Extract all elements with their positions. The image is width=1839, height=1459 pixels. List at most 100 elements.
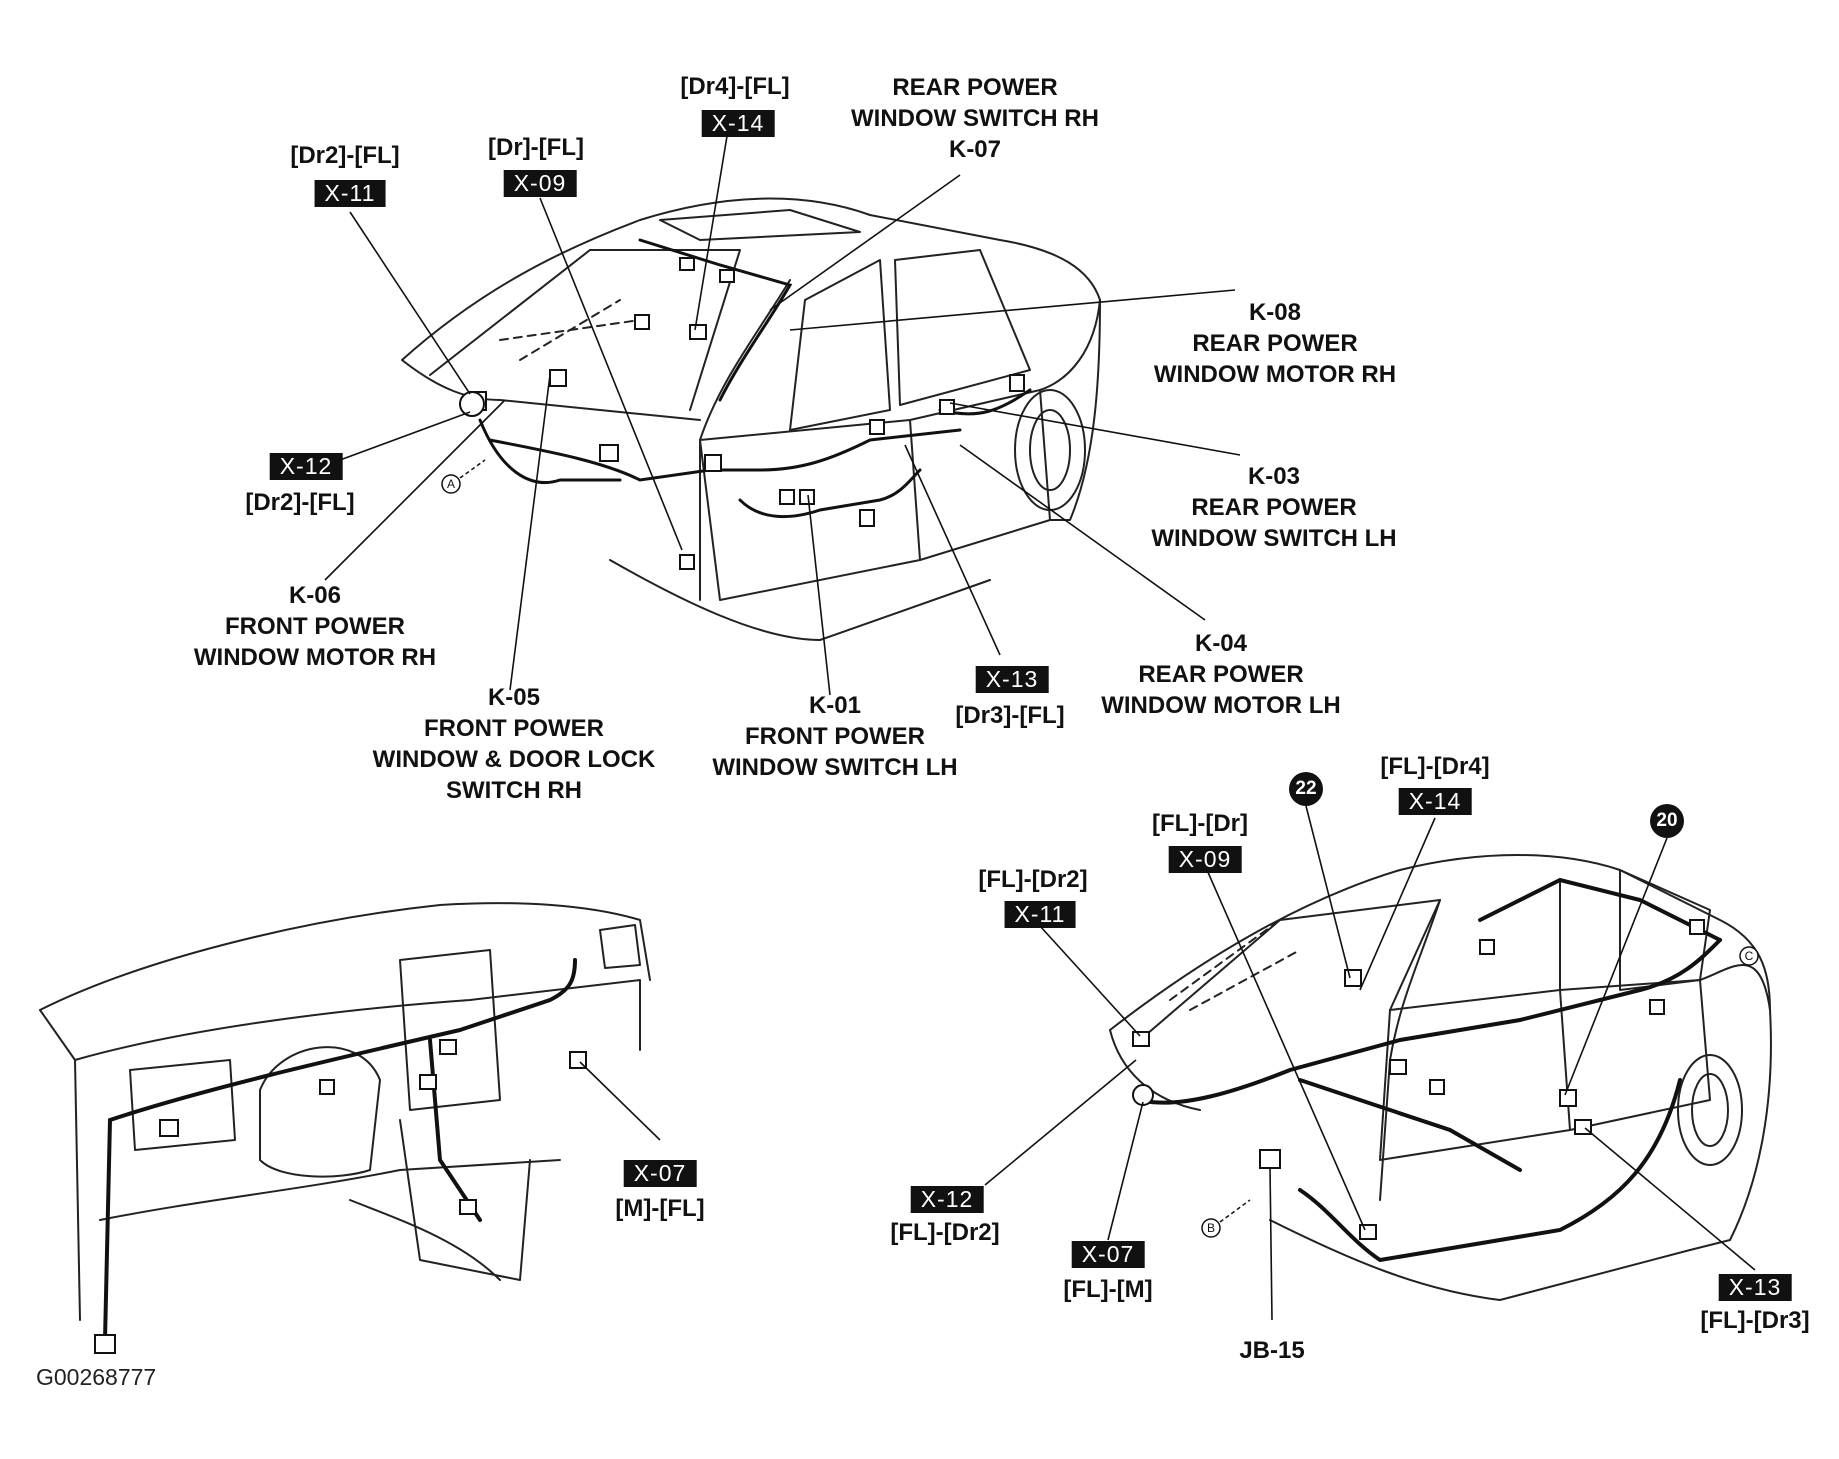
connector-grommet <box>459 391 485 417</box>
marker-c-letter: C <box>1745 949 1754 963</box>
top-car-windshield <box>429 249 741 411</box>
leader-k06 <box>324 399 506 581</box>
top-car-drawing <box>401 197 1101 641</box>
top-x11-conn: [Dr2]-[FL] <box>290 142 400 169</box>
connector <box>689 324 707 340</box>
bottom-x13-code: X-13 <box>1718 1274 1792 1301</box>
bottom-car-leader-lines <box>984 805 1756 1321</box>
bottom-car-windshield <box>1139 899 1441 1041</box>
top-x09-conn: [Dr]-[FL] <box>488 134 584 161</box>
leader-bottom-x13 <box>1584 1127 1756 1271</box>
dashboard-harness <box>103 958 577 1342</box>
marker-c-group: C <box>1739 946 1759 966</box>
bottom-car-harness <box>1138 877 1722 1263</box>
dash-x07-conn: [M]-[FL] <box>615 1195 705 1222</box>
top-car-hood <box>401 359 701 421</box>
bottom-x14-conn: [FL]-[Dr4] <box>1380 753 1490 780</box>
connector <box>1259 1149 1281 1169</box>
top-k05-label: K-05 FRONT POWER WINDOW & DOOR LOCK SWIT… <box>372 684 656 804</box>
leader-bottom-x07 <box>1107 1101 1144 1241</box>
connector <box>719 269 735 283</box>
dashboard-drawing <box>39 902 651 1321</box>
top-x12-conn: [Dr2]-[FL] <box>245 489 355 516</box>
dash-lower-edge <box>99 1159 561 1221</box>
leader-k04 <box>959 444 1206 621</box>
leader-k07 <box>769 174 961 311</box>
top-k03-label: K-03 REAR POWER WINDOW SWITCH LH <box>1151 463 1397 552</box>
top-car-inner-line-2 <box>519 299 621 361</box>
connector <box>1649 999 1665 1015</box>
top-x13-code: X-13 <box>975 666 1049 693</box>
dashboard-connectors <box>94 1039 587 1354</box>
leader-x14 <box>694 129 729 331</box>
connector <box>634 314 650 330</box>
bottom-car-rear-door <box>1559 979 1711 1131</box>
bottom-x07-code: X-07 <box>1071 1241 1145 1268</box>
marker-a <box>441 474 461 494</box>
connector <box>939 399 955 415</box>
dash-front-face <box>74 979 641 1061</box>
top-car-connectors <box>459 257 1025 570</box>
bottom-x07-conn: [FL]-[M] <box>1063 1276 1153 1303</box>
leader-dash-x07 <box>579 1061 661 1141</box>
connector <box>1009 374 1025 392</box>
top-car-rear-body <box>1039 299 1101 521</box>
dash-shifter <box>349 1199 501 1281</box>
bottom-callout-20: 20 <box>1650 804 1684 838</box>
top-car-harness-door <box>738 468 922 519</box>
bottom-car-roof-outline <box>1109 854 1771 1031</box>
leader-bottom-jb15 <box>1269 1167 1273 1321</box>
bottom-car-rear-wheel-inner <box>1691 1073 1729 1147</box>
marker-b <box>1201 1218 1221 1238</box>
leader-x09 <box>539 197 683 551</box>
connector <box>1132 1031 1150 1047</box>
dash-x07-code: X-07 <box>623 1160 697 1187</box>
connector <box>1479 939 1495 955</box>
connector <box>549 369 567 387</box>
connector <box>319 1079 335 1095</box>
dash-harness-left-drop <box>103 1118 112 1342</box>
leader-bottom-x14 <box>1359 817 1436 991</box>
connector <box>439 1039 457 1055</box>
connector <box>599 444 619 462</box>
bottom-x09-conn: [FL]-[Dr] <box>1152 810 1248 837</box>
dash-glovebox <box>129 1059 236 1151</box>
dash-center-stack <box>399 949 501 1111</box>
top-x13-conn: [Dr3]-[FL] <box>955 702 1065 729</box>
leader-k05 <box>509 374 551 691</box>
leader-bottom-x09 <box>1206 869 1366 1231</box>
leader-k01 <box>807 494 831 696</box>
dash-harness-main <box>108 958 577 1122</box>
top-x09-code: X-09 <box>503 170 577 197</box>
top-k01-label: K-01 FRONT POWER WINDOW SWITCH LH <box>712 692 958 781</box>
dash-harness-center <box>428 1038 482 1222</box>
bottom-harness-roof <box>1478 877 1722 942</box>
leader-bottom-c20 <box>1564 837 1668 1096</box>
top-car-roof-outline <box>401 197 1101 361</box>
bottom-car-sill <box>1269 1219 1691 1301</box>
connector <box>1389 1059 1407 1075</box>
connector <box>419 1074 437 1090</box>
connector <box>1429 1079 1445 1095</box>
bottom-car-a-pillar <box>1379 899 1441 1201</box>
top-car-a-pillar <box>699 279 791 601</box>
connector <box>779 489 795 505</box>
dash-instrument-cluster <box>259 1046 381 1178</box>
connector <box>679 257 695 271</box>
bottom-jb15-label: JB-15 <box>1239 1337 1305 1364</box>
bottom-x11-conn: [FL]-[Dr2] <box>978 866 1088 893</box>
top-x14-conn: [Dr4]-[FL] <box>680 73 790 100</box>
bottom-harness-floor <box>1298 1078 1522 1172</box>
top-car-harness-front <box>478 418 622 484</box>
leader-k08 <box>789 289 1236 331</box>
connector <box>94 1334 116 1354</box>
top-car-door-window-front <box>789 259 891 431</box>
connector <box>1559 1089 1577 1107</box>
bottom-car-drawing <box>1109 854 1772 1301</box>
figure-id: G00268777 <box>36 1364 157 1390</box>
bottom-x11-code: X-11 <box>1004 901 1076 928</box>
connector <box>704 454 722 472</box>
connector <box>459 1199 477 1215</box>
connector <box>1689 919 1705 935</box>
